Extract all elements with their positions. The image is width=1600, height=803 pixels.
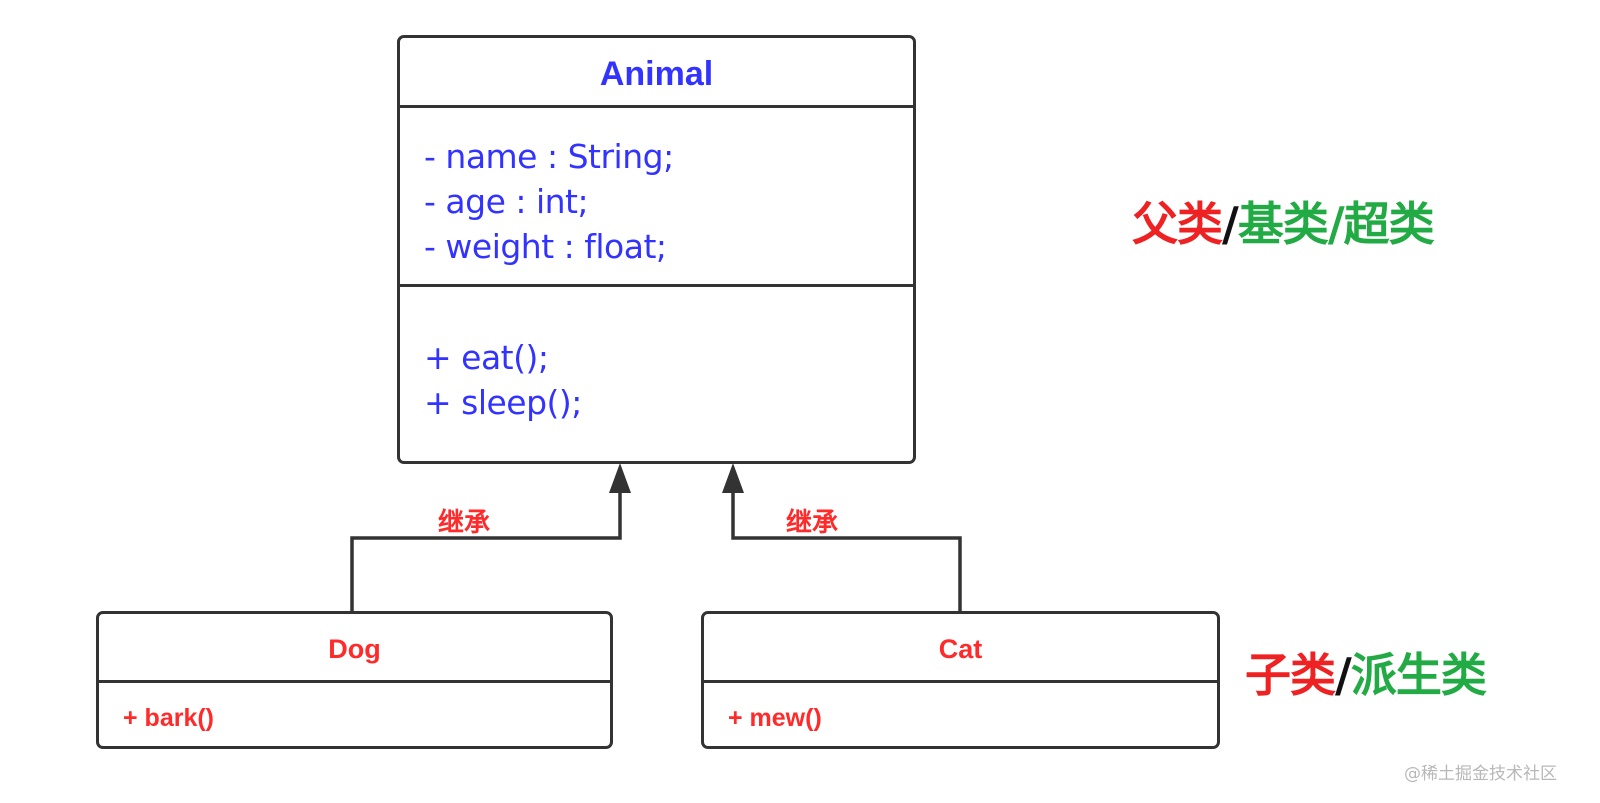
animal-method-sleep: + sleep(); (424, 383, 582, 422)
role-separator: / (1327, 197, 1345, 251)
animal-attribute-weight: - weight : float; (424, 227, 667, 266)
role-base-term: 基类 (1237, 197, 1329, 251)
dog-methods-section: + bark() (99, 680, 610, 746)
animal-class-name: Animal (599, 55, 714, 93)
cat-methods-section: + mew() (704, 680, 1217, 746)
cat-inheritance-line (731, 492, 962, 612)
role-separator: / (1222, 197, 1239, 251)
animal-methods-section: + eat(); + sleep(); (400, 284, 913, 461)
cat-class-box: Cat + mew() (701, 611, 1220, 749)
animal-attribute-age: - age : int; (424, 182, 589, 221)
child-class-role-label: 子类/派生类 (1245, 639, 1487, 705)
animal-class-box: Animal - name : String; - age : int; - w… (397, 35, 916, 464)
dog-inheritance-arrowhead (609, 463, 631, 493)
cat-class-name: Cat (938, 634, 983, 664)
cat-inheritance-arrowhead (722, 463, 744, 493)
dog-method-bark: + bark() (123, 704, 215, 732)
dog-class-name: Dog (328, 634, 381, 664)
dog-inheritance-line (350, 492, 622, 612)
animal-attribute-name: - name : String; (424, 137, 674, 176)
animal-attributes-section: - name : String; - age : int; - weight :… (400, 105, 913, 285)
role-child-term: 子类 (1245, 648, 1336, 702)
role-derived-term: 派生类 (1350, 648, 1487, 702)
role-super-term: 超类 (1343, 197, 1435, 251)
role-separator: / (1335, 648, 1352, 702)
dog-class-box: Dog + bark() (96, 611, 613, 749)
watermark: @稀土掘金技术社区 (1404, 764, 1557, 784)
cat-method-mew: + mew() (728, 704, 822, 732)
cat-inheritance-label: 继承 (786, 508, 839, 538)
parent-class-role-label: 父类/基类/超类 (1132, 188, 1435, 254)
animal-method-eat: + eat(); (424, 338, 549, 377)
dog-inheritance-label: 继承 (438, 508, 491, 538)
role-parent-term: 父类 (1132, 197, 1223, 251)
